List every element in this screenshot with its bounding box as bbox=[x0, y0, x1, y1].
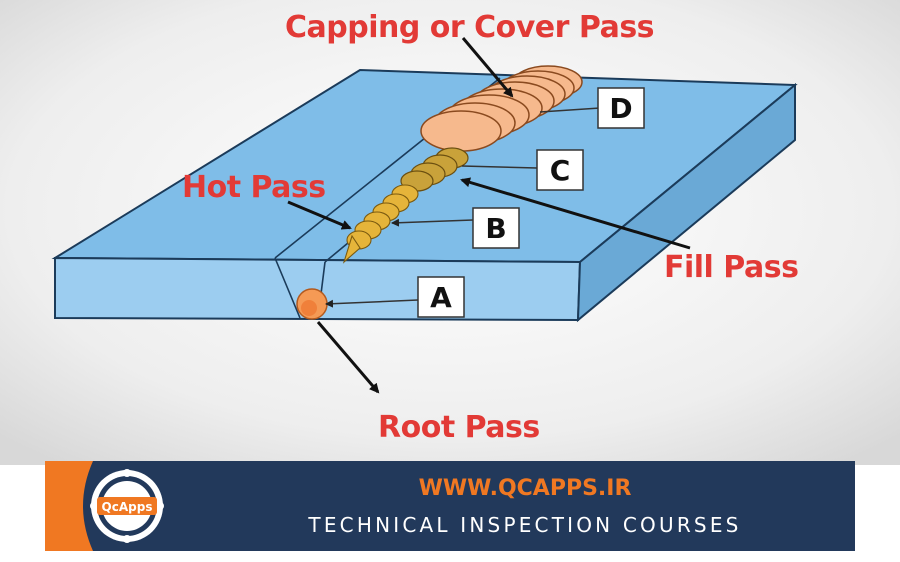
pass-letter-a: A bbox=[325, 276, 465, 318]
capping-arrow bbox=[461, 37, 514, 98]
pass-letter-d: D bbox=[539, 87, 645, 129]
letter-d-text: D bbox=[609, 92, 632, 125]
website-url: WWW.QCAPPS.IR bbox=[419, 476, 632, 501]
root-pass-label: Root Pass bbox=[378, 410, 540, 445]
letter-a-text: A bbox=[430, 281, 452, 314]
footer-banner: QcApps WWW.QCAPPS.IR TECHNICAL INSPECTIO… bbox=[45, 461, 855, 551]
pass-letter-b: B bbox=[391, 207, 520, 249]
fill-pass-label: Fill Pass bbox=[664, 250, 798, 285]
fill-pass-arrow bbox=[460, 177, 691, 250]
logo-text: QcApps bbox=[102, 500, 153, 514]
letter-c-text: C bbox=[550, 154, 571, 187]
weld-pass-diagram: D C B A Capping or Cover Pass Hot Pass F… bbox=[0, 0, 900, 465]
qcapps-logo: QcApps bbox=[90, 469, 164, 543]
root-pass-arrow bbox=[316, 321, 380, 394]
hot-pass-bead bbox=[342, 184, 419, 264]
groove-line-left-front bbox=[274, 257, 301, 319]
tagline-text: TECHNICAL INSPECTION COURSES bbox=[307, 513, 741, 537]
capping-pass-label: Capping or Cover Pass bbox=[285, 10, 654, 45]
hot-pass-arrow bbox=[287, 200, 352, 230]
root-pass-bead bbox=[296, 288, 328, 320]
fill-pass-bead bbox=[400, 147, 469, 192]
plate-side-face bbox=[576, 82, 796, 323]
pass-letter-c: C bbox=[461, 149, 584, 191]
letter-b-text: B bbox=[485, 212, 506, 245]
hot-pass-label: Hot Pass bbox=[182, 170, 326, 205]
